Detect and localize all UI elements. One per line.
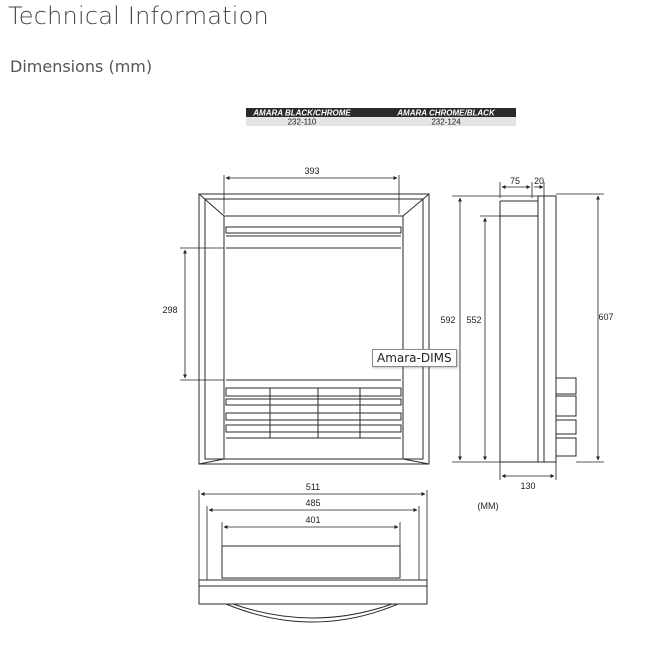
dim-side-front-thickness: 20 bbox=[534, 176, 544, 186]
table-header-2: AMARA CHROME/BLACK bbox=[396, 109, 496, 118]
front-fuel-bar-1 bbox=[225, 387, 402, 397]
front-outer-frame bbox=[198, 193, 430, 465]
side-body bbox=[499, 215, 539, 463]
side-front-plate bbox=[537, 195, 545, 463]
dim-front-opening-height: 298 bbox=[162, 305, 177, 315]
side-fuel-3 bbox=[555, 419, 577, 435]
plan-view bbox=[198, 545, 428, 623]
dim-plan-inner-width: 401 bbox=[305, 515, 320, 525]
table-header-1: AMARA BLACK/CHROME bbox=[252, 109, 351, 118]
front-view bbox=[198, 193, 430, 465]
side-fuel-4 bbox=[555, 437, 577, 457]
units-label: (MM) bbox=[478, 501, 499, 511]
dim-front-width: 393 bbox=[304, 166, 319, 176]
dim-side-full-height: 607 bbox=[598, 312, 613, 322]
table-code-bar bbox=[246, 117, 516, 126]
front-fuel-bar-2 bbox=[225, 398, 402, 406]
side-view bbox=[499, 195, 577, 463]
dim-side-body-height: 552 bbox=[466, 315, 481, 325]
side-fuel-2 bbox=[555, 395, 577, 417]
dim-side-depth-top: 75 bbox=[510, 176, 520, 186]
dim-side-base-depth: 130 bbox=[520, 481, 535, 491]
section-title: Dimensions (mm) bbox=[10, 57, 153, 76]
plan-front-plate bbox=[198, 579, 428, 587]
table-code-1: 232-110 bbox=[288, 118, 317, 127]
table-header-bar bbox=[246, 108, 516, 117]
image-tooltip: Amara-DIMS bbox=[372, 349, 457, 367]
plan-body bbox=[221, 545, 401, 579]
dim-side-overall-height: 592 bbox=[440, 315, 455, 325]
front-top-bar bbox=[225, 226, 402, 234]
dim-plan-overall-width: 511 bbox=[306, 482, 320, 492]
front-fuel-bar-4 bbox=[225, 424, 402, 433]
dim-plan-mid-width: 485 bbox=[305, 498, 320, 508]
front-fire-opening bbox=[223, 215, 404, 460]
page-title: Technical Information bbox=[8, 2, 269, 30]
front-fuel-bar-3 bbox=[225, 412, 402, 421]
plan-front-frame bbox=[198, 585, 428, 605]
plan-hearth-curve bbox=[225, 603, 399, 623]
product-table: AMARA BLACK/CHROME AMARA CHROME/BLACK 23… bbox=[246, 108, 516, 127]
side-front-thickness bbox=[543, 195, 557, 463]
table-code-2: 232-124 bbox=[431, 118, 461, 127]
side-fuel-1 bbox=[555, 377, 577, 395]
